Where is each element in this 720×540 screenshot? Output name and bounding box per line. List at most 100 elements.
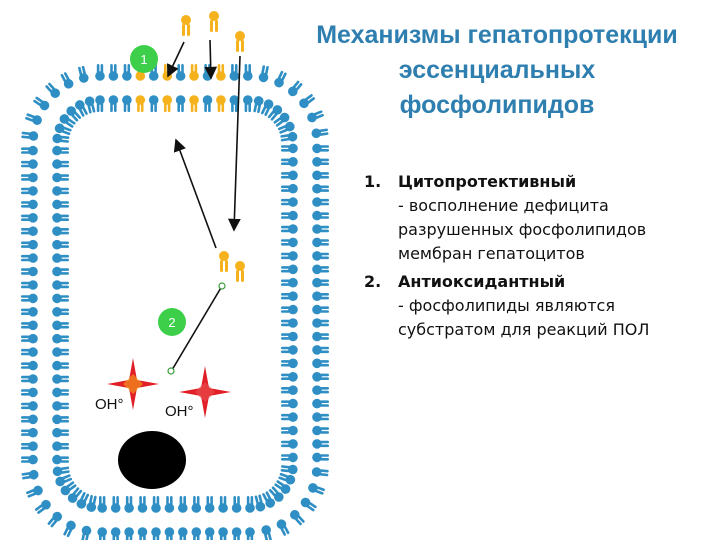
phospholipid [52,199,69,210]
phospholipid [21,414,38,425]
free-phospholipid [219,251,229,272]
phospholipid [76,492,90,509]
phospholipid [281,371,298,382]
phospholipid [281,183,298,194]
phospholipid [164,496,175,513]
mechanism-title: Антиоксидантный [398,272,566,291]
nucleus [118,431,186,489]
phospholipid [204,527,215,540]
phospholipid [52,347,69,357]
mechanism-description: - восполнение дефицита разрушенных фосфо… [398,196,647,263]
phospholipid [287,80,303,97]
phospholipid [52,306,69,317]
phospholipid [52,266,69,277]
phospholipid [299,94,316,109]
phospholipid [137,527,148,540]
title-line: эссенциальных [398,56,596,84]
phospholipid [311,467,329,477]
svg-text:1: 1 [140,52,147,67]
phospholipid [281,264,298,275]
phospholipid [229,95,240,112]
mechanism-number: 1. [364,172,382,191]
phospholipid [124,527,134,540]
phospholipid-membrane [21,64,329,540]
phospholipid [21,293,38,304]
phospholipid [21,280,38,290]
phospholipid [300,497,317,512]
phospholipid [108,64,119,81]
slide-title: Механизмы гепатопротекции эссенциальных … [282,18,712,123]
phospholipid [75,100,88,117]
phospholipid [164,527,175,540]
phospholipid [21,347,38,357]
phospholipid [260,99,274,116]
phospholipid [52,387,69,398]
phospholipid [135,95,146,112]
phospholipid [273,112,290,127]
phospholipid [191,496,202,513]
phospholipid [21,360,38,371]
phospholipid [21,239,38,250]
phospholipid [60,72,74,89]
arrow [173,138,217,249]
mechanism-number: 2. [364,272,382,291]
phospholipid [281,251,298,261]
phospholipid [52,333,69,344]
phospholipid [178,527,188,540]
arrow [204,39,218,80]
phospholipid [97,527,107,540]
phospholipid [312,157,329,167]
phospholipid [151,527,161,540]
phospholipid [289,509,305,526]
phospholipid [52,239,69,250]
phospholipid [21,441,38,452]
phospholipid [54,123,72,136]
step-badge-1: 1 [130,45,158,73]
phospholipid [245,496,255,513]
phospholipid [312,304,329,315]
phospholipid [59,114,76,128]
phospholipid [55,474,73,487]
phospholipid [243,95,253,112]
phospholipid [52,226,69,236]
phospholipid [52,441,69,452]
phospholipid [52,159,69,169]
phospholipid [231,527,242,540]
phospholipid [278,472,296,485]
phospholipid [21,159,38,169]
phospholipid [21,186,38,196]
reaction-node [167,367,175,375]
phospholipid [63,520,76,538]
phospholipid [218,527,228,540]
phospholipid [274,480,291,494]
phospholipid [280,131,298,142]
phospholipid [21,266,38,277]
phospholipid [312,183,329,194]
phospholipid [261,525,272,540]
phospholipid [66,106,82,122]
phospholipid [267,105,283,121]
phospholipid [162,95,172,112]
phospholipid [52,374,69,384]
phospholipid [21,226,38,236]
phospholipid [45,82,61,98]
phospholipid [312,277,329,288]
phospholipid [281,237,298,248]
phospholipid [52,253,69,263]
svg-text:2: 2 [168,315,175,330]
phospholipid [243,64,253,81]
phospholipid [97,496,107,513]
phospholipid [312,237,329,248]
phospholipid [21,145,38,156]
phospholipid [52,454,69,465]
phospholipid [281,425,298,436]
phospholipid [231,496,242,513]
phospholipid [281,358,298,369]
arrow [171,285,223,371]
phospholipid [281,197,298,207]
phospholipid [312,425,329,436]
step-badge-2: 2 [158,308,186,336]
phospholipid [204,496,215,513]
phospholipid [281,157,298,167]
phospholipid [67,487,83,503]
